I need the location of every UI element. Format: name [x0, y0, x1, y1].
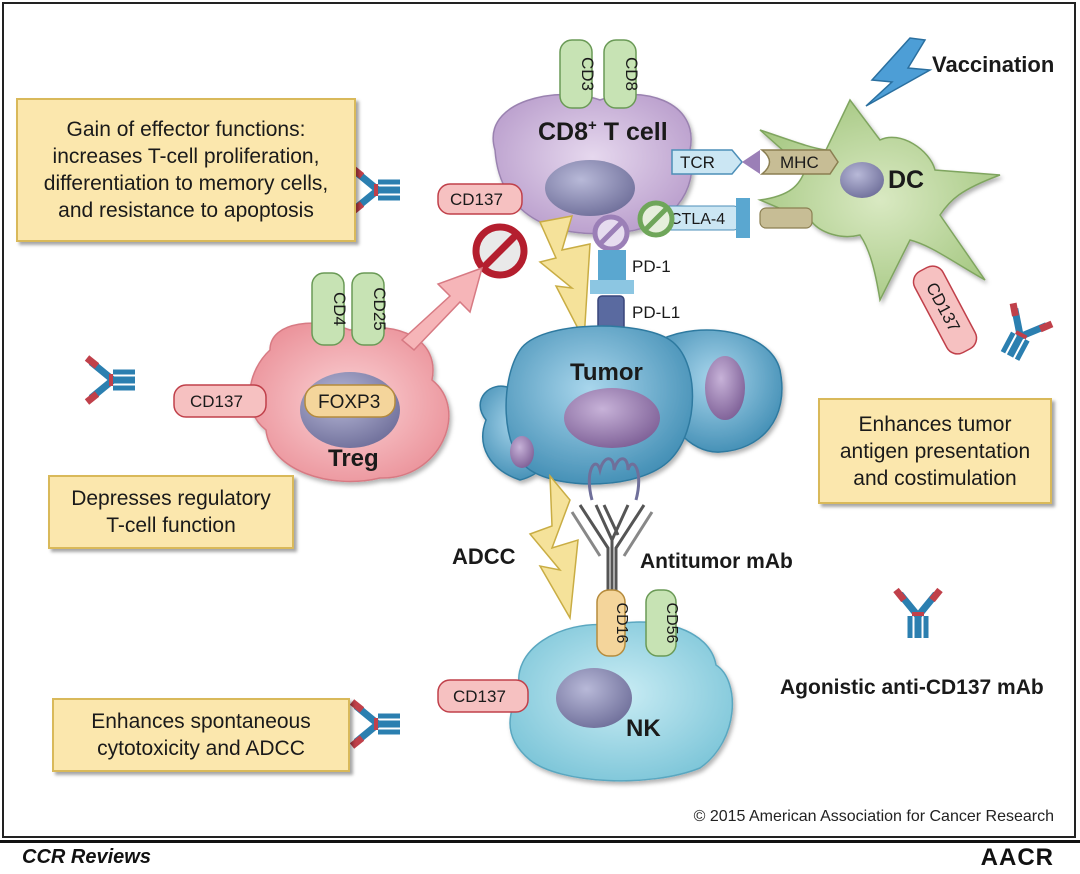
- foxp3-marker: FOXP3: [304, 384, 396, 418]
- cd137-nk: CD137: [437, 679, 529, 713]
- pdl1-label: PD-L1: [632, 303, 680, 322]
- tumor-antigen: [587, 457, 641, 501]
- cd25-marker: CD25: [351, 272, 389, 346]
- tumor-nucleus: [564, 388, 660, 448]
- cd137-cd8-label: CD137: [450, 190, 503, 209]
- cd3-marker: CD3: [559, 39, 597, 109]
- anti-cd137-antibody-treg: [87, 358, 135, 402]
- agonistic-mab-label: Agonistic anti-CD137 mAb: [780, 676, 1044, 699]
- anti-cd137-antibody-legend-icon: [896, 590, 940, 638]
- cd16-label: CD16: [613, 603, 630, 644]
- cytotoxic-bolt-icon: [538, 215, 591, 343]
- series-title: CCR Reviews: [22, 846, 151, 868]
- nk-nucleus: [556, 668, 632, 728]
- cd8-cell-label: CD8+ T cell: [538, 117, 668, 146]
- cd8-marker: CD8: [603, 39, 641, 109]
- treg-note-line: T-cell function: [106, 514, 236, 537]
- nk-note: Enhances spontaneous cytotoxicity and AD…: [52, 698, 350, 772]
- adcc-bolt-icon: [528, 473, 579, 621]
- pd1-block-icon: [592, 214, 630, 252]
- effector-note: Gain of effector functions: increases T-…: [16, 98, 356, 242]
- aacr-logo: AACR: [980, 844, 1054, 871]
- effector-note-line: Gain of effector functions:: [66, 118, 306, 141]
- treg-suppression-arrow: [400, 266, 484, 352]
- pd1-cap: [590, 280, 634, 294]
- effector-note-line: differentiation to memory cells,: [43, 172, 329, 195]
- treg-label: Treg: [328, 445, 379, 472]
- dc-note-line: antigen presentation: [839, 439, 1031, 463]
- footer-rule: [0, 840, 1080, 843]
- cd16-marker: CD16: [596, 589, 630, 657]
- cd137-dc: CD137: [912, 265, 978, 355]
- foxp3-label: FOXP3: [318, 392, 380, 413]
- nk-label: NK: [626, 715, 661, 742]
- cd4-marker: CD4: [311, 272, 349, 346]
- treg-note: Depresses regulatory T-cell function: [48, 475, 294, 549]
- ctla4-receptor: CTLA-4: [659, 198, 750, 238]
- cd137-treg: CD137: [173, 384, 267, 418]
- vaccination-bolt-icon: [865, 37, 933, 107]
- adcc-label: ADCC: [452, 544, 516, 569]
- cd137-cd8: CD137: [437, 183, 523, 215]
- mhc-label: MHC: [780, 153, 819, 172]
- effector-note-line: and resistance to apoptosis: [58, 199, 314, 222]
- cd8-marker-label: CD8: [622, 57, 641, 91]
- dc-note: Enhances tumor antigen presentation and …: [818, 398, 1052, 504]
- nk-note-line: Enhances spontaneous: [91, 710, 311, 733]
- tumor-nucleus-left: [510, 436, 534, 468]
- pd1-receptor: [598, 250, 626, 282]
- anti-cd137-antibody-dc: [991, 303, 1052, 366]
- dc-label: DC: [888, 166, 924, 194]
- dc-nucleus: [840, 162, 884, 198]
- cd56-marker: CD56: [645, 589, 680, 657]
- copyright: © 2015 American Association for Cancer R…: [693, 808, 1054, 825]
- vaccination-label: Vaccination: [932, 52, 1054, 77]
- tumor-nucleus-right: [705, 356, 745, 420]
- tcr-receptor: TCR: [671, 149, 760, 175]
- cd137-treg-label: CD137: [190, 392, 243, 411]
- tumor-label: Tumor: [570, 359, 643, 386]
- cd80-ligand: [759, 207, 813, 229]
- ctla4-block-icon: [637, 200, 675, 238]
- nk-note-line: cytotoxicity and ADCC: [97, 737, 305, 760]
- tcr-label: TCR: [680, 153, 715, 172]
- dc-note-line: Enhances tumor: [858, 412, 1012, 436]
- dendritic-cell: [757, 98, 1001, 303]
- ctla4-label: CTLA-4: [670, 211, 725, 228]
- effector-note-line: increases T-cell proliferation,: [52, 145, 320, 168]
- cd3-label: CD3: [578, 57, 597, 91]
- cd8-nucleus: [545, 160, 635, 216]
- cd137-nk-label: CD137: [453, 687, 506, 706]
- inhibition-icon: [472, 223, 528, 279]
- mhc-molecule: MHC: [759, 149, 839, 175]
- cd25-label: CD25: [370, 287, 389, 330]
- dc-note-line: and costimulation: [853, 466, 1017, 490]
- cd56-label: CD56: [663, 603, 680, 644]
- treg-note-line: Depresses regulatory: [71, 487, 271, 510]
- cd4-label: CD4: [330, 292, 349, 326]
- antitumor-mab-label: Antitumor mAb: [640, 550, 793, 573]
- anti-cd137-antibody-nk: [352, 702, 400, 746]
- pd1-label: PD-1: [632, 257, 671, 276]
- antitumor-antibody: [570, 504, 654, 590]
- anti-cd137-antibody-cd8: [352, 168, 400, 212]
